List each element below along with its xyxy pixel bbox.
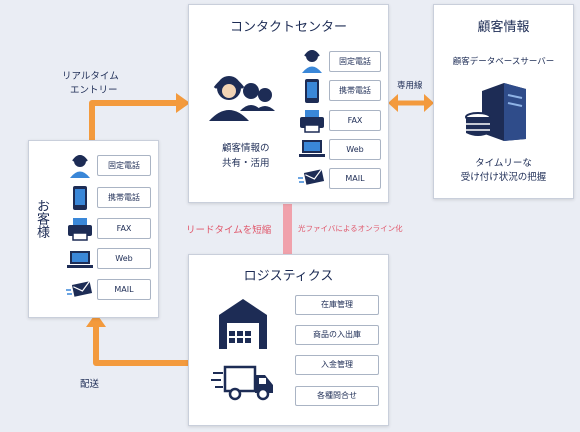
- operators-icon: [209, 76, 275, 121]
- mobile-phone-icon: [305, 79, 319, 103]
- customer-channel-fax: FAX: [97, 218, 151, 239]
- delivery-arrow: [93, 326, 188, 366]
- fiber-online-label: 光ファイバによるオンライン化: [298, 224, 403, 233]
- delivery-label: 配送: [80, 379, 100, 390]
- mail-icon: [66, 280, 93, 297]
- fax-icon: [68, 218, 92, 241]
- logistics-panel: ロジスティクス 在庫管理 商品の入出庫 入金管理 各種問合せ: [188, 254, 389, 426]
- dedicated-line-label: 専用線: [397, 81, 423, 91]
- logistics-item-inquiries: 各種問合せ: [295, 386, 379, 406]
- customer-info-caption-line-2: 受け付け状況の把握: [460, 172, 547, 183]
- database-server-icon: [465, 83, 526, 141]
- contact-center-title: コンタクトセンター: [229, 20, 347, 35]
- contact-center-panel: コンタクトセンター 顧客情報の 共有・活用 固定電話 携帯電話 FAX Web …: [188, 4, 389, 203]
- realtime-entry-label-line-2: エントリー: [70, 85, 118, 96]
- mail-icon: [298, 168, 325, 185]
- fax-icon: [300, 110, 324, 133]
- lead-time-label: リードタイムを短縮: [186, 225, 272, 236]
- laptop-icon: [299, 140, 325, 157]
- truck-icon: [211, 365, 273, 401]
- operator-icon: [70, 155, 90, 178]
- database-server-label: 顧客データベースサーバー: [452, 57, 555, 67]
- customer-info-caption-line-1: タイムリーな: [475, 158, 532, 169]
- logistics-title: ロジスティクス: [243, 269, 334, 284]
- center-channel-web: Web: [329, 139, 381, 160]
- customer-channel-web: Web: [97, 248, 151, 269]
- operator-icon: [302, 50, 322, 73]
- lead-time-connector: [283, 204, 292, 254]
- realtime-entry-arrow: [89, 100, 176, 140]
- customer-title: お客様: [34, 199, 49, 238]
- logistics-item-payment: 入金管理: [295, 355, 379, 375]
- contact-center-caption-line-1: 顧客情報の: [222, 143, 270, 154]
- realtime-entry-label-line-1: リアルタイム: [62, 71, 119, 82]
- contact-center-caption-line-2: 共有・活用: [222, 158, 270, 169]
- customer-channel-mobile: 携帯電話: [97, 187, 151, 208]
- customer-info-title: 顧客情報: [477, 20, 530, 35]
- customer-info-panel: 顧客情報 顧客データベースサーバー タイムリーな 受け付け状況の把握: [433, 4, 574, 199]
- warehouse-icon: [219, 299, 267, 349]
- logistics-item-inventory: 在庫管理: [295, 295, 379, 315]
- center-channel-mobile: 携帯電話: [329, 80, 381, 101]
- center-channel-mail: MAIL: [329, 168, 381, 189]
- mobile-phone-icon: [73, 186, 87, 210]
- center-channel-fax: FAX: [329, 110, 381, 131]
- customer-channel-landline: 固定電話: [97, 155, 151, 176]
- laptop-icon: [67, 251, 93, 268]
- dedicated-line-arrow: [388, 94, 434, 112]
- customer-panel: お客様 固定電話 携帯電話 FAX Web MAIL: [28, 140, 159, 318]
- center-channel-landline: 固定電話: [329, 51, 381, 72]
- logistics-item-shipping: 商品の入出庫: [295, 325, 379, 345]
- customer-channel-mail: MAIL: [97, 279, 151, 300]
